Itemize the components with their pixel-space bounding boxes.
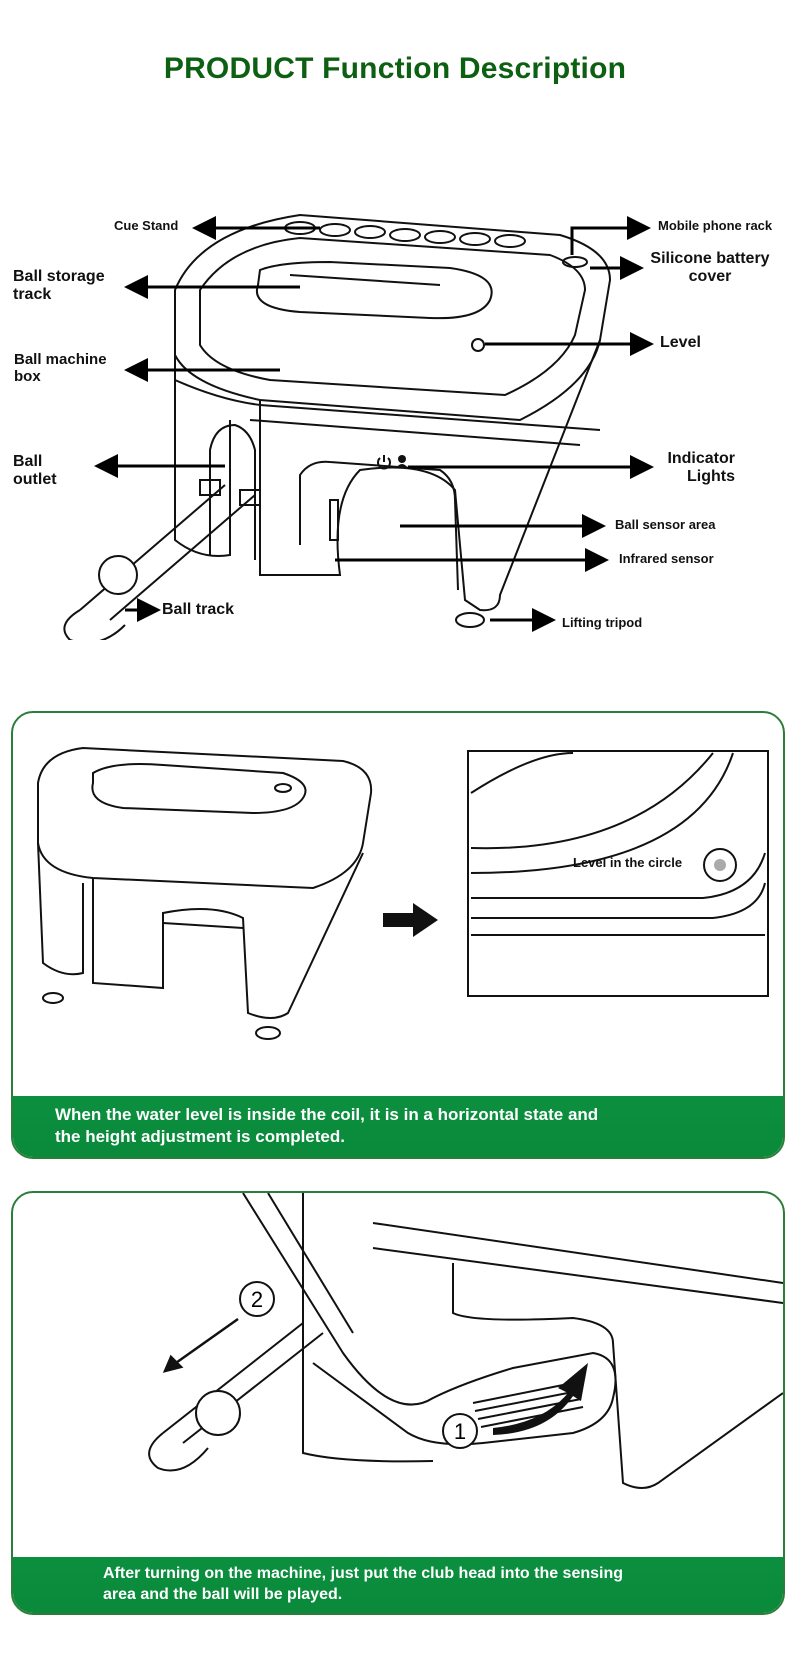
operation-panel: 2 1 After turning on the machine, just p…	[11, 1191, 785, 1615]
step-1-badge	[442, 1413, 478, 1449]
label-infrared-sensor: Infrared sensor	[619, 551, 714, 566]
label-ball-sensor-area: Ball sensor area	[615, 517, 716, 532]
label-mobile-phone-rack: Mobile phone rack	[658, 218, 773, 233]
label-silicone-battery-cover: Silicone battery cover	[650, 250, 770, 286]
level-callout: Level in the circle	[573, 855, 683, 870]
sensor-icon	[396, 455, 408, 468]
label-ball-track: Ball track	[162, 601, 235, 618]
label-lifting-tripod: Lifting tripod	[562, 615, 643, 630]
step-2-number: 2	[251, 1287, 263, 1312]
step-1-number: 1	[454, 1419, 466, 1444]
direction-arrow	[383, 903, 438, 937]
label-ball-machine-box: Ball machine box	[14, 351, 107, 386]
page-title: PRODUCT Function Description	[163, 52, 627, 85]
level-caption: When the water level is inside the coil,…	[13, 1096, 783, 1157]
label-indicator-lights: Indicator Lights	[667, 450, 735, 486]
step-2-badge	[239, 1281, 275, 1317]
label-ball-storage-track: Ball storage track	[13, 268, 105, 304]
callout-arrows	[94, 216, 654, 632]
product-diagram	[63, 213, 654, 640]
machine-outline	[63, 213, 612, 640]
step-2-arrow	[162, 1317, 239, 1373]
golf-ball	[195, 1390, 241, 1436]
level-illustration	[37, 746, 769, 1040]
label-ball-outlet: Ball outlet	[13, 453, 57, 489]
operation-illustration: 2 1	[148, 1193, 783, 1489]
operation-caption: After turning on the machine, just put t…	[13, 1557, 783, 1613]
power-icon	[377, 455, 391, 470]
label-cue-stand: Cue Stand	[114, 218, 179, 233]
label-level: Level	[660, 334, 701, 351]
step-1-arrow	[493, 1363, 588, 1435]
level-panel: Level in the circle When the water level…	[11, 711, 785, 1159]
